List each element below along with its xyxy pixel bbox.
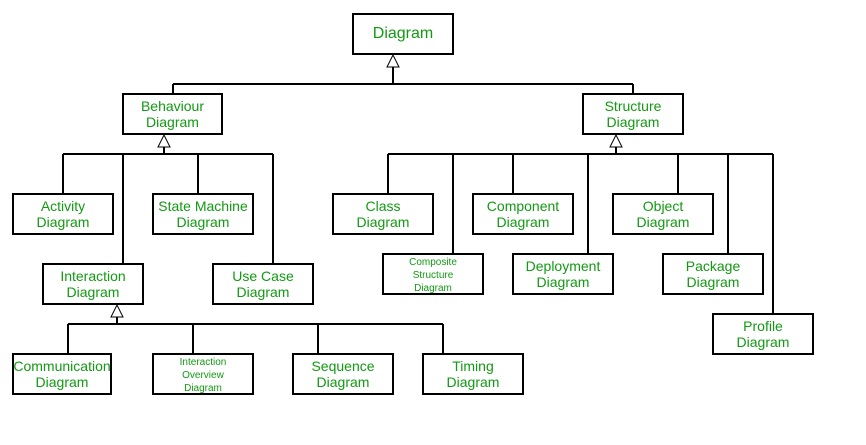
generalization-arrow-icon xyxy=(609,133,623,148)
generalization-arrow-icon xyxy=(110,303,124,318)
node-behaviour-diagram: Behaviour Diagram xyxy=(122,93,223,135)
node-activity-diagram: Activity Diagram xyxy=(12,193,114,235)
node-use-case-diagram: Use Case Diagram xyxy=(212,263,314,305)
node-deployment-diagram: Deployment Diagram xyxy=(512,253,614,295)
node-interaction-overview-diagram: Interaction Overview Diagram xyxy=(152,353,254,395)
node-object-diagram: Object Diagram xyxy=(612,193,714,235)
node-structure-diagram: Structure Diagram xyxy=(582,93,684,135)
node-package-diagram: Package Diagram xyxy=(662,253,764,295)
node-class-diagram: Class Diagram xyxy=(332,193,434,235)
node-state-machine-diagram: State Machine Diagram xyxy=(152,193,254,235)
node-component-diagram: Component Diagram xyxy=(472,193,574,235)
generalization-arrow-icon xyxy=(157,133,171,148)
node-communication-diagram: Communication Diagram xyxy=(12,353,112,395)
node-profile-diagram: Profile Diagram xyxy=(712,313,814,355)
node-composite-structure-diagram: Composite Structure Diagram xyxy=(382,253,484,295)
node-timing-diagram: Timing Diagram xyxy=(422,353,524,395)
node-interaction-diagram: Interaction Diagram xyxy=(42,263,144,305)
node-diagram: Diagram xyxy=(352,13,454,55)
generalization-arrow-icon xyxy=(386,53,400,68)
node-sequence-diagram: Sequence Diagram xyxy=(292,353,394,395)
